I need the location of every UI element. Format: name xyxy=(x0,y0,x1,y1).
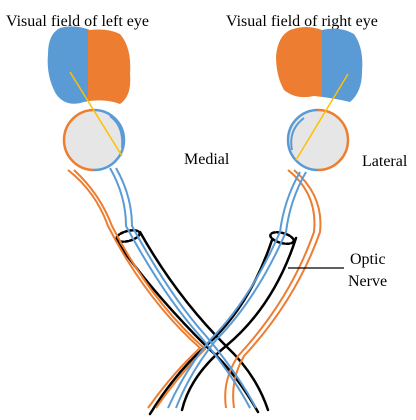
left-visual-field xyxy=(40,20,138,110)
right-eyeball xyxy=(288,110,348,170)
right-visual-field xyxy=(270,20,368,110)
optic-label: Optic xyxy=(350,251,386,268)
right-nerve-opening xyxy=(269,230,295,246)
blue-fibers xyxy=(110,168,306,408)
nerve-label: Nerve xyxy=(348,273,387,290)
left-eyeball xyxy=(64,110,124,170)
medial-label: Medial xyxy=(184,151,230,168)
lateral-label: Lateral xyxy=(362,153,408,170)
